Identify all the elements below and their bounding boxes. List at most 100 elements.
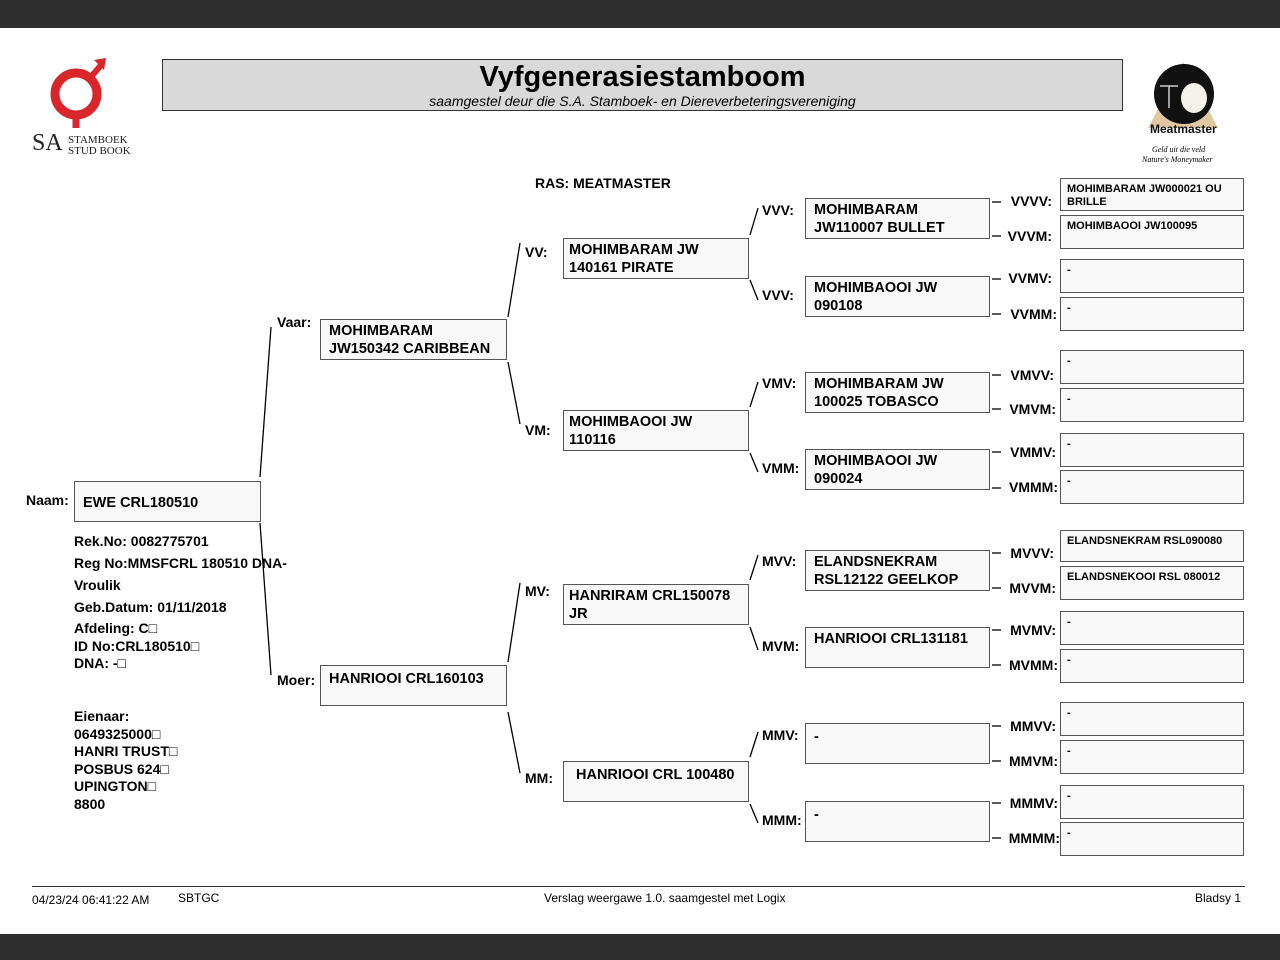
gen4-box-16: - xyxy=(1060,822,1244,856)
gen3-box-4: MOHIMBAOOI JW 090024 xyxy=(805,449,990,490)
gen4-box-3: - xyxy=(1060,259,1244,293)
gen4-label-14: MMVM: xyxy=(1009,753,1058,769)
meatmaster-logo: Meatmaster Geld uit die veld Nature's Mo… xyxy=(1138,60,1228,168)
detail-id-no: ID No:CRL180510□ xyxy=(74,637,200,654)
gen3-box-3: MOHIMBARAM JW 100025 TOBASCO xyxy=(805,372,990,413)
gen4-label-12: MVMM: xyxy=(1009,657,1058,673)
gen4-box-13: - xyxy=(1060,702,1244,736)
gen2-box-vm: MOHIMBAOOI JW 110116 xyxy=(563,410,749,451)
gen4-box-1: MOHIMBARAM JW000021 OU BRILLE xyxy=(1060,178,1244,211)
animal-details: Rek.No: 0082775701 Reg No:MMSFCRL 180510… xyxy=(74,530,287,618)
footer-timestamp: 04/23/24 06:41:22 AM xyxy=(32,893,150,907)
animal-details-2: Afdeling: C□ ID No:CRL180510□ DNA: -□ xyxy=(74,620,199,673)
footer-report: Verslag weergawe 1.0. saamgestel met Log… xyxy=(544,891,786,905)
gen3-label-8: MMM: xyxy=(762,812,802,828)
detail-sex: Vroulik xyxy=(74,577,121,593)
gen2-box-mm: HANRIOOI CRL 100480 xyxy=(563,761,749,802)
owner-address: POSBUS 624□ xyxy=(74,760,169,777)
gen3-box-6: HANRIOOI CRL131181 xyxy=(805,627,990,668)
gen3-box-8: - xyxy=(805,801,990,842)
viewer-bottom-bar xyxy=(0,934,1280,960)
sheep-scale-icon xyxy=(1148,62,1218,128)
detail-rek-no: Rek.No: 0082775701 xyxy=(74,533,209,549)
gen4-box-5: - xyxy=(1060,350,1244,384)
gen3-label-1: VVV: xyxy=(762,202,794,218)
gen4-label-15: MMMV: xyxy=(1009,795,1058,811)
brand-tagline-2: Nature's Moneymaker xyxy=(1142,155,1213,164)
gen4-box-4: - xyxy=(1060,297,1244,331)
gen4-box-11: - xyxy=(1060,611,1244,645)
gen3-box-2: MOHIMBAOOI JW 090108 xyxy=(805,276,990,317)
gen3-box-5: ELANDSNEKRAM RSL12122 GEELKOP xyxy=(805,550,990,591)
detail-reg-no: Reg No:MMSFCRL 180510 DNA- xyxy=(74,555,287,571)
gen4-box-6: - xyxy=(1060,388,1244,422)
gen2-label-mv: MV: xyxy=(525,583,550,599)
gen4-label-3: VVMV: xyxy=(1008,270,1052,286)
gen2-label-vv: VV: xyxy=(525,244,548,260)
title-banner: Vyfgenerasiestamboom saamgestel deur die… xyxy=(162,59,1123,111)
brand-tagline-1: Geld uit die veld xyxy=(1152,145,1206,154)
gen1-label-vaar: Vaar: xyxy=(277,314,312,330)
gen2-label-vm: VM: xyxy=(525,422,551,438)
gen4-label-6: VMVM: xyxy=(1009,401,1056,417)
logo-line2: STUD BOOK xyxy=(68,145,131,157)
studbook-symbol-icon xyxy=(50,58,106,128)
gen4-box-2: MOHIMBAOOI JW100095 xyxy=(1060,215,1244,249)
gen2-box-mv: HANRIRAM CRL150078 JR xyxy=(563,584,749,625)
owner-name: HANRI TRUST□ xyxy=(74,743,178,760)
page-title: Vyfgenerasiestamboom xyxy=(479,61,806,93)
logo-line1: STAMBOEK xyxy=(68,134,128,146)
gen3-label-7: MMV: xyxy=(762,727,799,743)
gen1-label-moer: Moer: xyxy=(277,672,316,688)
gen1-box-moer: HANRIOOI CRL160103 xyxy=(320,665,507,706)
breed-label: RAS: MEATMASTER xyxy=(535,175,671,191)
page-subtitle: saamgestel deur die S.A. Stamboek- en Di… xyxy=(429,93,856,109)
viewer-top-bar xyxy=(0,0,1280,28)
detail-dna: DNA: -□ xyxy=(74,655,127,672)
gen4-label-11: MVMV: xyxy=(1010,622,1056,638)
gen4-box-14: - xyxy=(1060,740,1244,774)
gen4-box-7: - xyxy=(1060,433,1244,467)
gen3-box-7: - xyxy=(805,723,990,764)
gen3-label-2: VVV: xyxy=(762,287,794,303)
gen3-label-4: VMM: xyxy=(762,460,800,476)
gen3-label-6: MVM: xyxy=(762,638,800,654)
gen4-label-9: MVVV: xyxy=(1010,545,1054,561)
animal-label: Naam: xyxy=(26,492,69,508)
owner-block: Eienaar: 0649325000□ HANRI TRUST□ POSBUS… xyxy=(74,708,177,814)
owner-town: UPINGTON□ xyxy=(74,778,157,795)
gen3-box-1: MOHIMBARAM JW110007 BULLET xyxy=(805,198,990,239)
gen4-label-1: VVVV: xyxy=(1010,193,1052,209)
detail-birth-date: Geb.Datum: 01/11/2018 xyxy=(74,599,227,615)
brand-name: Meatmaster xyxy=(1150,122,1217,136)
footer-divider xyxy=(32,886,1245,887)
gen4-box-9: ELANDSNEKRAM RSL090080 xyxy=(1060,530,1244,562)
gen4-label-5: VMVV: xyxy=(1010,367,1054,383)
gen1-box-vaar: MOHIMBARAM JW150342 CARIBBEAN xyxy=(320,319,507,360)
gen4-label-16: MMMM: xyxy=(1008,830,1060,846)
gen4-box-10: ELANDSNEKOOI RSL 080012 xyxy=(1060,566,1244,600)
gen4-label-7: VMMV: xyxy=(1010,444,1056,460)
gen4-label-2: VVVM: xyxy=(1007,228,1052,244)
owner-postcode: 8800 xyxy=(74,795,106,812)
gen4-label-10: MVVM: xyxy=(1009,580,1056,596)
gen4-box-15: - xyxy=(1060,785,1244,819)
gen3-label-3: VMV: xyxy=(762,375,797,391)
gen4-label-4: VVMM: xyxy=(1010,306,1057,322)
gen2-box-vv: MOHIMBARAM JW 140161 PIRATE xyxy=(563,238,749,279)
sa-stamboek-logo: SA STAMBOEK STUD BOOK xyxy=(32,56,132,157)
logo-sa: SA xyxy=(32,130,63,156)
owner-phone: 0649325000□ xyxy=(74,725,161,742)
gen4-label-8: VMMM: xyxy=(1009,479,1058,495)
gen2-label-mm: MM: xyxy=(525,770,553,786)
detail-afdeling: Afdeling: C□ xyxy=(74,620,158,636)
animal-name-box: EWE CRL180510 xyxy=(74,481,261,522)
gen4-label-13: MMVV: xyxy=(1010,718,1056,734)
owner-label: Eienaar: xyxy=(74,708,130,724)
gen4-box-12: - xyxy=(1060,649,1244,683)
gen3-label-5: MVV: xyxy=(762,553,797,569)
footer-code: SBTGC xyxy=(178,891,220,905)
gen4-box-8: - xyxy=(1060,470,1244,504)
footer-page: Bladsy 1 xyxy=(1195,891,1242,905)
